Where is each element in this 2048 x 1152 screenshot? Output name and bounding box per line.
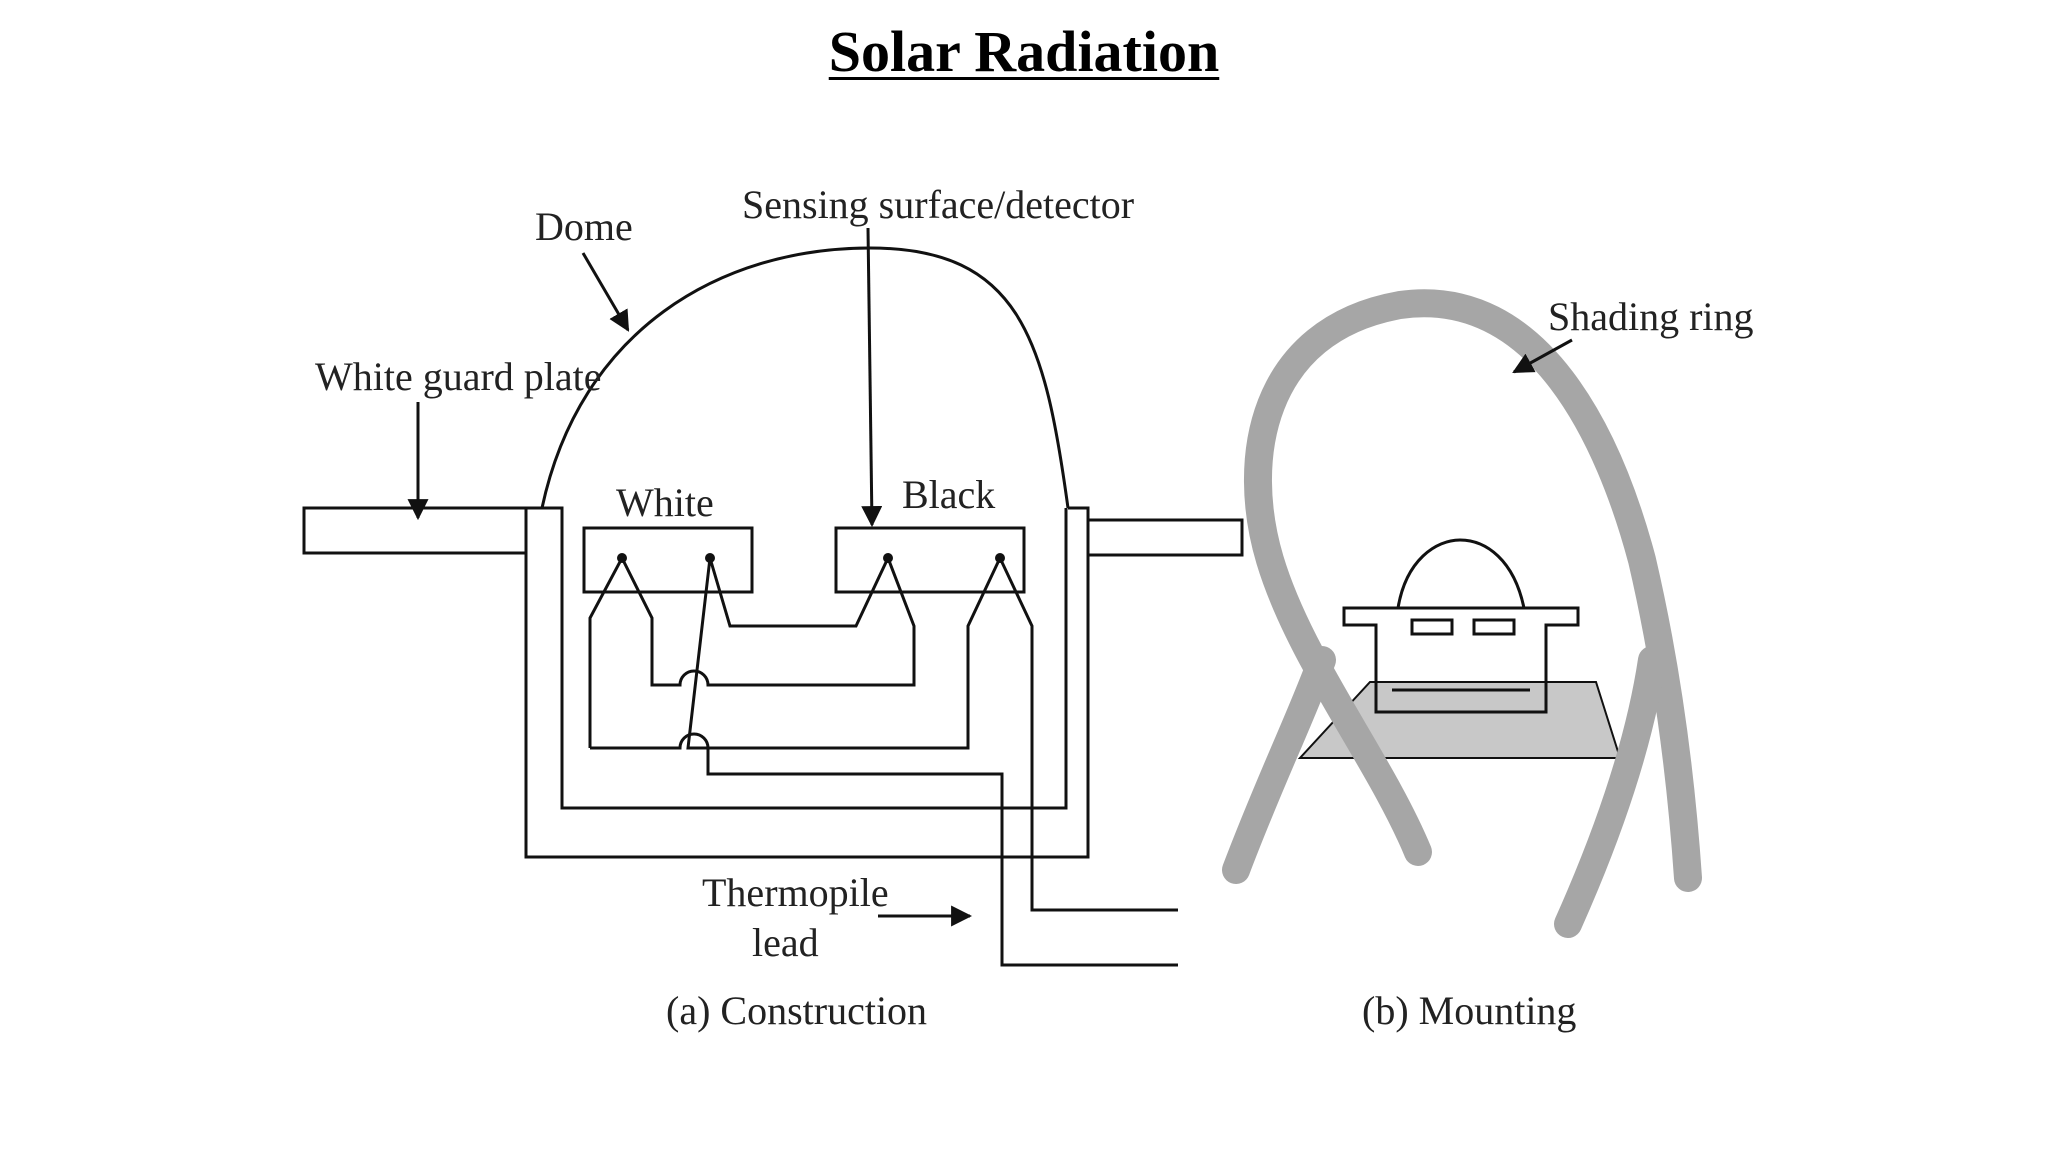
arrow-shading-ring [1512, 338, 1573, 374]
label-dome: Dome [535, 204, 633, 249]
mini-dome [1396, 538, 1526, 610]
caption-construction: (a) Construction [666, 988, 927, 1033]
dome-arc [540, 246, 1070, 509]
label-thermopile: Thermopile [702, 870, 889, 915]
guard-plate-left [302, 506, 528, 555]
arrow-sensing-surface [861, 227, 883, 528]
thermopile-wire [588, 554, 1178, 912]
white-sensor-block [582, 526, 754, 594]
mini-sensor-right [1472, 618, 1516, 636]
label-sensing-surface: Sensing surface/detector [742, 182, 1134, 227]
label-black: Black [902, 472, 995, 517]
label-white-guard-plate: White guard plate [315, 354, 602, 399]
mounting-figure: Shading ring (b) Mounting [1222, 289, 1754, 1033]
housing-outer [524, 506, 1090, 859]
caption-mounting: (b) Mounting [1362, 988, 1576, 1033]
mini-sensor-left [1410, 618, 1454, 636]
label-lead: lead [752, 920, 819, 965]
guard-plate-right [1086, 518, 1244, 557]
label-white: White [616, 480, 714, 525]
construction-figure: Dome Sensing surface/detector White guar… [302, 182, 1244, 1033]
black-sensor-block [834, 526, 1026, 594]
slide-title: Solar Radiation [828, 19, 1220, 84]
thermopile-wire-lower [590, 732, 1178, 967]
label-shading-ring: Shading ring [1548, 294, 1754, 339]
shading-ring-support-left [1222, 646, 1336, 884]
arrow-dome [581, 252, 630, 332]
mini-housing [1342, 606, 1580, 714]
shading-ring-support-right [1554, 646, 1666, 938]
